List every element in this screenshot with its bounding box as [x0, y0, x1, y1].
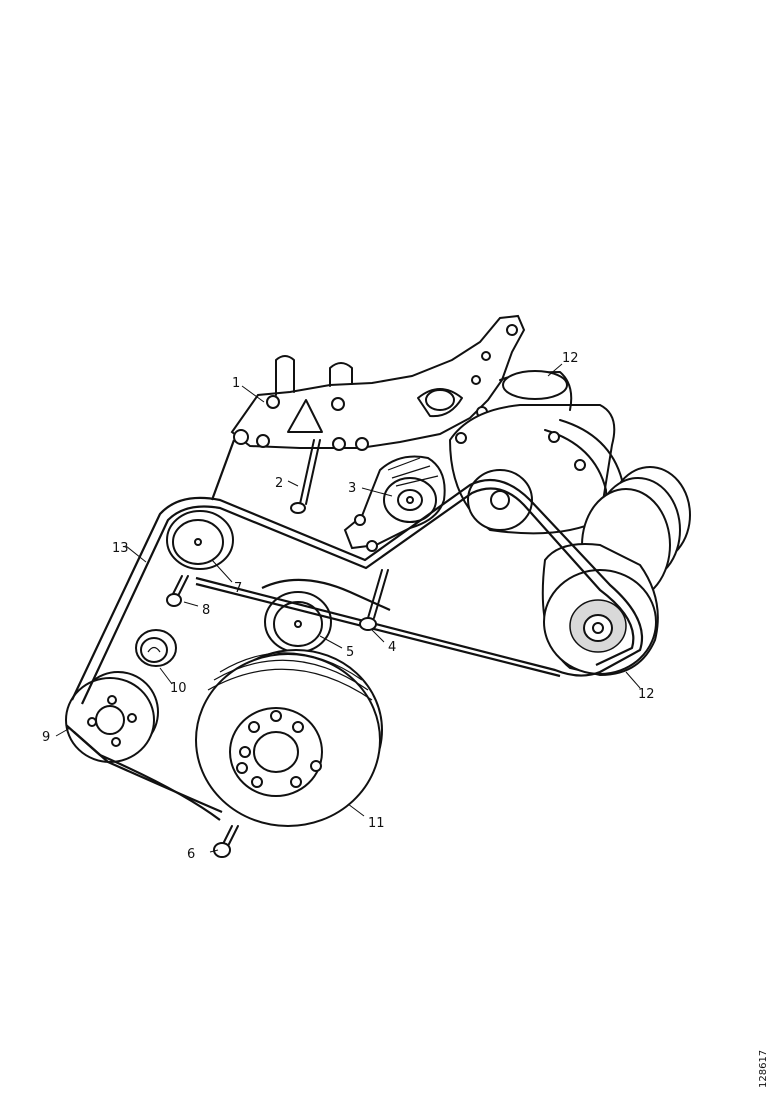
label-1: 1: [232, 376, 240, 391]
label-8: 8: [202, 603, 210, 618]
bolt-6: [213, 825, 239, 858]
label-7: 7: [234, 581, 242, 596]
label-5: 5: [346, 645, 354, 660]
label-13: 13: [112, 541, 129, 556]
label-2: 2: [275, 476, 283, 491]
idler-pulley-5: [264, 591, 332, 653]
crankshaft-pulley-11: [195, 649, 383, 827]
callout-labels: 1 2 3 4 5 6 7 8 9 10 11 12 12 13: [42, 351, 655, 862]
bolt-8: [166, 575, 189, 607]
belt-tensioner: [343, 455, 446, 552]
label-12-bottom: 12: [638, 687, 655, 702]
poly-v-belt-13: [65, 439, 644, 821]
label-3: 3: [348, 481, 356, 496]
compressor-pulley-stack: [541, 466, 691, 677]
label-6: 6: [187, 847, 195, 862]
label-12-top: 12: [562, 351, 579, 366]
leader-lines: [55, 363, 641, 853]
rear-pulley-assembly: [448, 370, 625, 535]
label-9: 9: [42, 730, 50, 745]
idler-pulley-7: [166, 510, 234, 570]
fan-hub-pulley-9: [65, 671, 159, 763]
figure-reference: 128617: [758, 1050, 769, 1088]
bolt-4: [359, 569, 389, 631]
label-4: 4: [388, 640, 396, 655]
bolt-2: [290, 439, 321, 514]
label-11: 11: [368, 816, 385, 831]
label-10: 10: [170, 681, 187, 696]
pulley-10: [135, 629, 177, 667]
